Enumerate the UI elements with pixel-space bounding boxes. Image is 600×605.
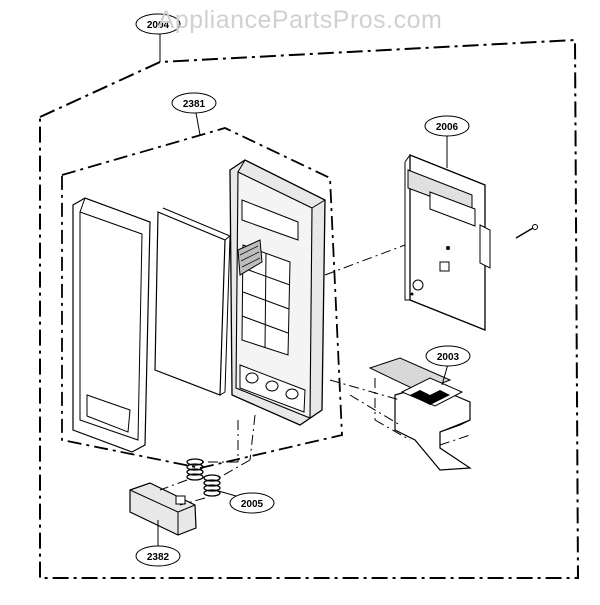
callout-2382-label: 2382 <box>147 552 170 563</box>
assembly-guide-lines <box>159 244 471 506</box>
assembly-boundary <box>39 38 580 579</box>
pcb-board <box>404 154 538 331</box>
callout-2382: 2382 <box>135 545 181 567</box>
callout-2006-label: 2006 <box>436 122 459 133</box>
push-button-part <box>129 482 197 536</box>
membrane-sheet <box>154 207 231 396</box>
callout-2004-label: 2004 <box>147 20 170 31</box>
callout-2005-label: 2005 <box>241 499 264 510</box>
callout-2003: 2003 <box>425 345 471 367</box>
control-panel-frame <box>229 159 326 426</box>
callout-2003-label: 2003 <box>437 352 460 363</box>
callout-2004: 2004 <box>135 13 181 35</box>
spring-right <box>203 474 221 497</box>
callout-2381-label: 2381 <box>183 99 206 110</box>
spring-left <box>186 458 204 481</box>
callout-2005: 2005 <box>229 492 275 514</box>
frame-group-boundary <box>61 127 343 469</box>
front-overlay-sheet <box>72 197 151 453</box>
callout-2381: 2381 <box>171 92 217 114</box>
latch-part <box>368 357 472 471</box>
callout-2006: 2006 <box>424 115 470 137</box>
